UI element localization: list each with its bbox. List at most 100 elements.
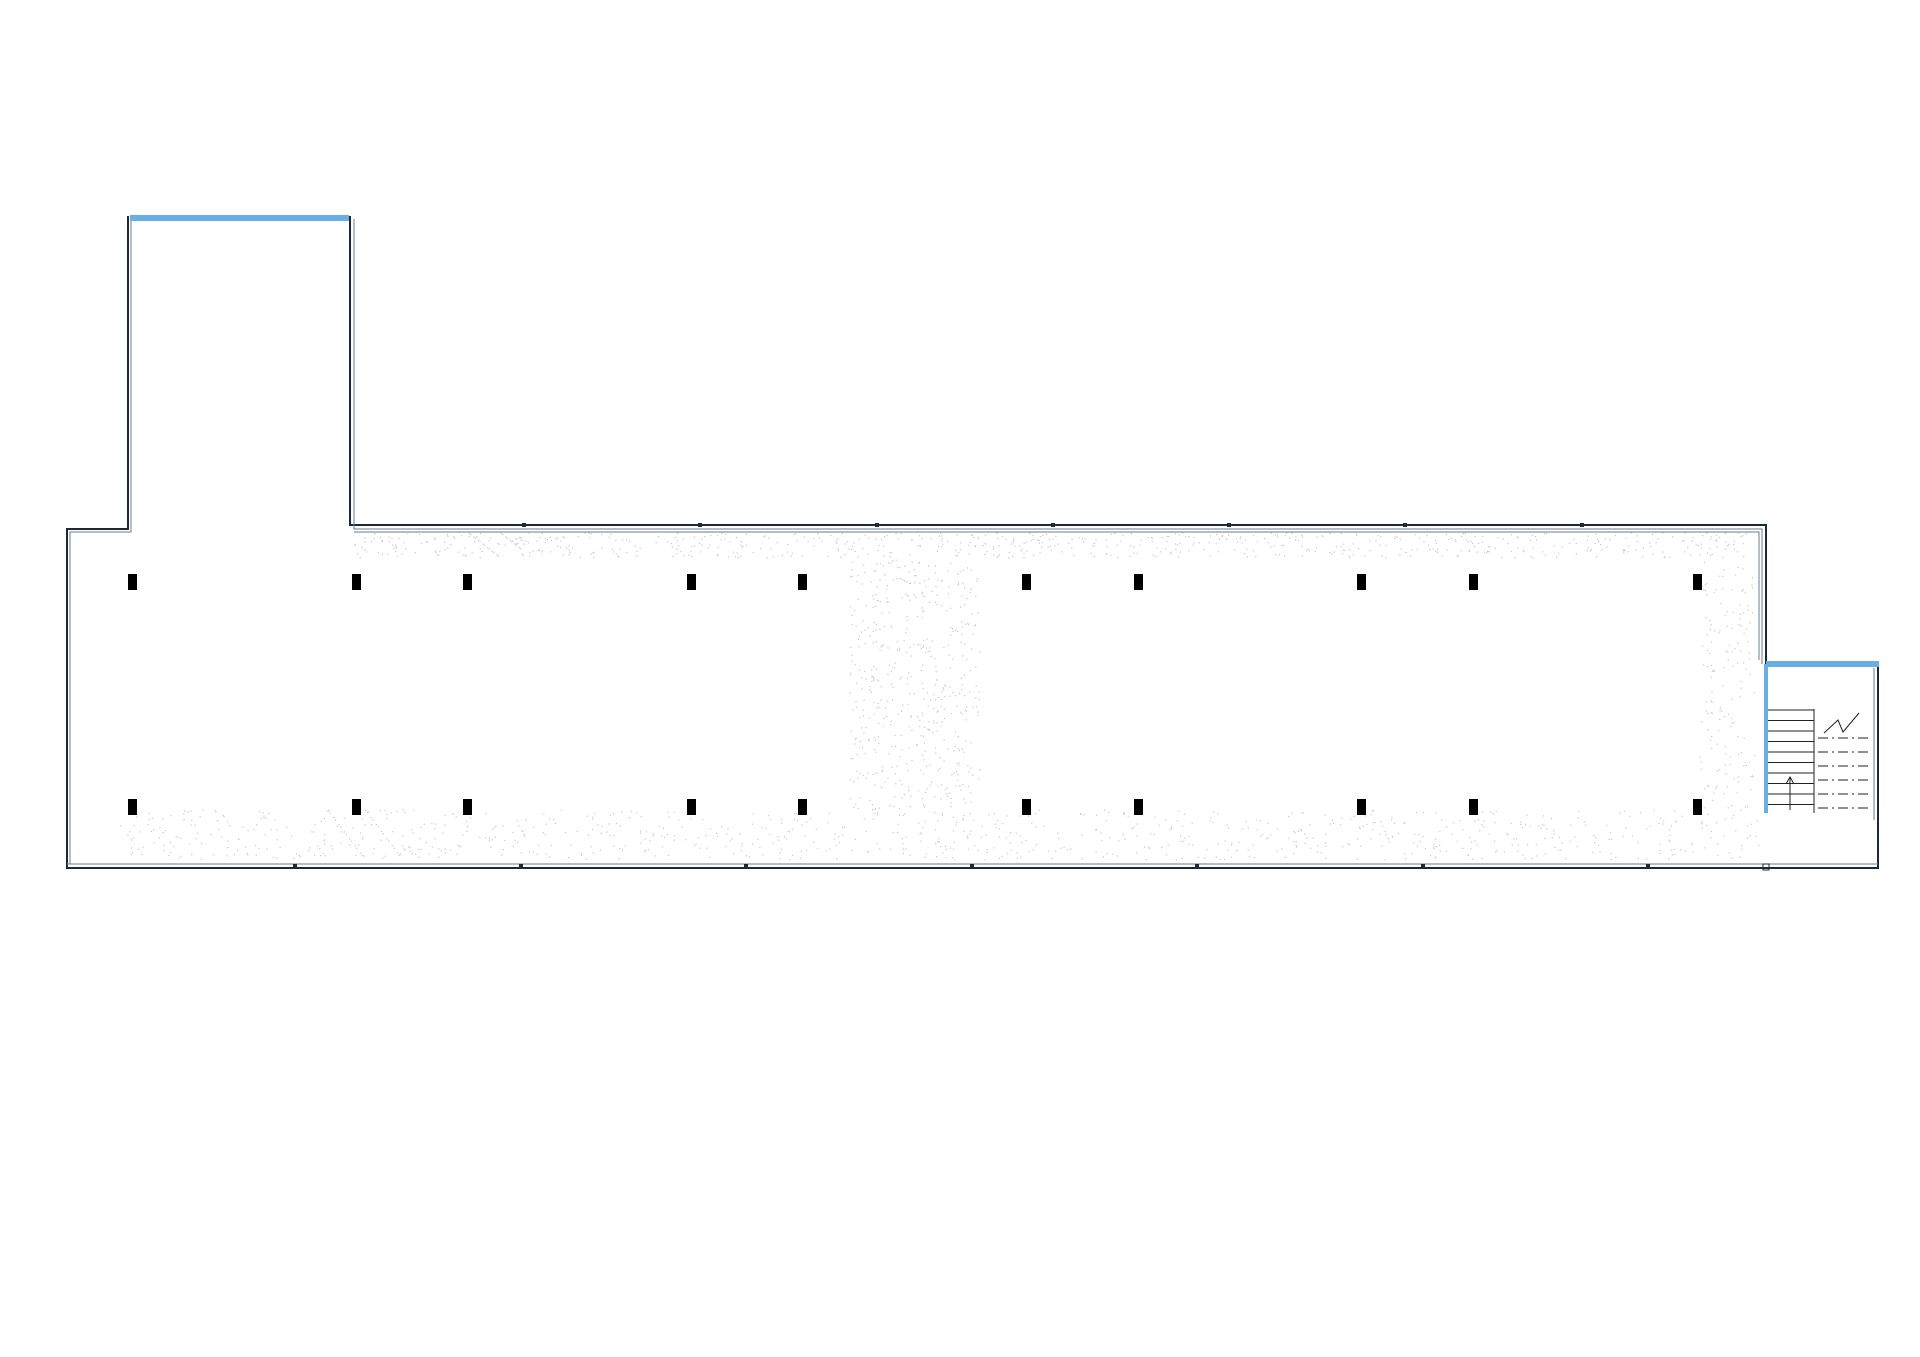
floor-texture-dot xyxy=(1188,550,1190,552)
floor-texture-dot xyxy=(960,641,962,644)
floor-texture-dot xyxy=(1744,761,1746,764)
floor-texture-dot xyxy=(850,758,852,760)
floor-texture-dot xyxy=(1710,664,1713,667)
floor-texture-dot xyxy=(663,836,666,838)
floor-texture-dot xyxy=(1709,619,1711,622)
floor-texture-dot xyxy=(1719,630,1721,632)
floor-texture-dot xyxy=(1025,839,1027,842)
floor-texture-dot xyxy=(1739,809,1742,812)
floor-texture-dot xyxy=(652,832,654,835)
floor-texture-dot xyxy=(995,823,997,825)
floor-texture-dot xyxy=(1668,829,1671,831)
floor-texture-dot xyxy=(169,841,172,843)
floor-texture-dot xyxy=(1235,538,1238,540)
floor-texture-dot xyxy=(779,858,781,860)
floor-texture-dot xyxy=(874,808,876,811)
floor-texture-dot xyxy=(1701,645,1704,648)
floor-texture-dot xyxy=(962,819,965,821)
floor-texture-dot xyxy=(381,830,383,833)
floor-texture-dot xyxy=(963,586,966,589)
floor-texture-dot xyxy=(395,550,397,552)
floor-texture-dot xyxy=(875,538,877,541)
floor-texture-dot xyxy=(911,760,913,762)
floor-texture-dot xyxy=(957,735,960,738)
floor-texture-dot xyxy=(909,854,911,856)
floor-texture-dot xyxy=(929,647,931,649)
floor-texture-dot xyxy=(1538,825,1540,827)
floor-texture-dot xyxy=(934,658,936,660)
floor-texture-dot xyxy=(959,570,961,573)
floor-texture-dot xyxy=(1093,542,1096,545)
floor-texture-dot xyxy=(433,538,436,541)
floor-texture-dot xyxy=(998,553,1001,556)
floor-texture-dot xyxy=(952,692,954,694)
floor-texture-dot xyxy=(1483,826,1485,828)
floor-texture-dot xyxy=(1697,545,1700,547)
south-wall-node-5 xyxy=(1195,864,1199,868)
floor-texture-dot xyxy=(1627,551,1629,553)
floor-texture-dot xyxy=(1051,549,1053,552)
floor-texture-dot xyxy=(1506,833,1508,835)
floor-texture-dot xyxy=(1043,825,1045,827)
floor-texture-dot xyxy=(942,687,944,689)
floor-texture-dot xyxy=(889,723,892,726)
floor-texture-dot xyxy=(434,828,436,830)
floor-texture-dot xyxy=(916,615,919,618)
floor-texture-dot xyxy=(1608,838,1610,841)
floor-texture-dot xyxy=(1702,664,1705,666)
floor-texture-dot xyxy=(1411,549,1413,552)
floor-texture-dot xyxy=(1684,551,1686,553)
floor-texture-dot xyxy=(640,816,642,818)
floor-texture-dot xyxy=(993,546,995,548)
floor-texture-dot xyxy=(1737,532,1739,535)
floor-texture-dot xyxy=(439,550,441,553)
floor-texture-dot xyxy=(1743,737,1745,739)
floor-texture-dot xyxy=(875,751,878,753)
floor-texture-dot xyxy=(1558,849,1560,851)
floor-texture-dot xyxy=(1522,854,1524,856)
floor-texture-dot xyxy=(1282,544,1285,547)
floor-texture-dot xyxy=(850,646,852,648)
floor-texture-dot xyxy=(1695,544,1697,546)
floor-texture-dot xyxy=(741,546,743,549)
floor-texture-dot xyxy=(1344,549,1346,552)
floor-texture-dot xyxy=(945,793,948,795)
floor-texture-dot xyxy=(857,807,859,810)
floor-texture-dot xyxy=(796,540,798,542)
floor-texture-dot xyxy=(920,832,922,834)
floor-texture-dot xyxy=(970,648,973,650)
floor-texture-dot xyxy=(1434,857,1436,859)
floor-texture-dot xyxy=(947,592,950,595)
floor-texture-dot xyxy=(907,672,910,674)
floor-texture-dot xyxy=(790,555,792,557)
floor-texture-dot xyxy=(1718,729,1720,732)
floor-texture-dot xyxy=(132,837,135,839)
floor-texture-dot xyxy=(924,856,926,858)
floor-texture-dot xyxy=(460,846,462,848)
floor-texture-dot xyxy=(1252,550,1255,552)
floor-texture-dot xyxy=(853,542,855,544)
floor-texture-dot xyxy=(1725,773,1727,775)
floor-texture-dot xyxy=(1230,856,1233,858)
floor-texture-dot xyxy=(913,582,916,584)
floor-texture-dot xyxy=(258,811,261,813)
floor-texture-dot xyxy=(885,715,888,718)
floor-texture-dot xyxy=(489,837,491,839)
floor-texture-dot xyxy=(1260,835,1262,837)
floor-texture-dot xyxy=(322,852,324,855)
floor-texture-dot xyxy=(1193,542,1195,544)
floor-texture-dot xyxy=(899,755,901,758)
floor-texture-dot xyxy=(1724,532,1727,534)
floor-texture-dot xyxy=(701,538,703,540)
floor-texture-dot xyxy=(1716,770,1719,772)
floor-texture-dot xyxy=(130,839,133,841)
floor-texture-dot xyxy=(1175,548,1177,551)
floor-texture-dot xyxy=(411,852,413,855)
floor-texture-dot xyxy=(1167,536,1170,538)
floor-texture-dot xyxy=(857,777,859,779)
floor-texture-dot xyxy=(276,829,278,831)
floor-texture-dot xyxy=(619,548,621,550)
floor-texture-dot xyxy=(872,773,874,776)
floor-texture-dot xyxy=(148,812,150,815)
floor-texture-dot xyxy=(923,611,925,613)
